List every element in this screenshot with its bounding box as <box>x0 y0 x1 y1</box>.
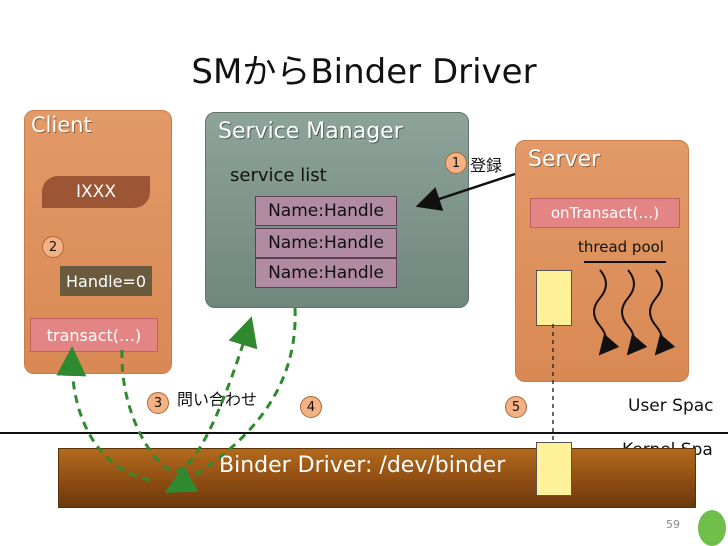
step-2-badge: 2 <box>42 236 64 258</box>
service-list-label: service list <box>230 165 327 186</box>
mascot-icon <box>698 510 726 546</box>
page-number: 59 <box>666 518 680 531</box>
binder-driver-label: Binder Driver: /dev/binder <box>219 453 506 478</box>
register-arrow <box>415 172 516 211</box>
return-arrow <box>56 346 151 482</box>
step-5-badge: 5 <box>505 396 527 418</box>
client-label: Client <box>31 113 92 137</box>
response-arrow <box>164 307 297 493</box>
user-space-label: User Spac <box>628 396 714 416</box>
handle-box: Handle=0 <box>60 266 152 296</box>
step-1-badge: 1 <box>445 152 467 174</box>
step-3-badge: 3 <box>147 392 169 414</box>
binder-driver-bar: Binder Driver: /dev/binder <box>58 448 696 508</box>
thread-arrow <box>621 269 648 356</box>
thread-pool-label: thread pool <box>578 238 664 256</box>
on-transact-box: onTransact(…) <box>530 198 680 228</box>
slide-title: SMからBinder Driver <box>191 52 537 92</box>
user-buffer <box>536 270 572 326</box>
kernel-buffer <box>536 442 572 496</box>
server-label: Server <box>528 147 601 172</box>
query-label: 問い合わせ <box>177 390 258 409</box>
service-entry: Name:Handle <box>255 196 397 226</box>
thread-arrow <box>649 269 676 356</box>
service-manager-label: Service Manager <box>218 119 403 144</box>
thread-arrow <box>593 269 620 356</box>
transact-box: transact(…) <box>30 318 158 352</box>
step-4-badge: 4 <box>300 396 322 418</box>
user-kernel-divider <box>0 432 728 434</box>
query-arrow <box>120 316 258 473</box>
service-entry: Name:Handle <box>255 228 397 258</box>
service-entry: Name:Handle <box>255 258 397 288</box>
ixxx-interface: IXXX <box>42 176 150 208</box>
register-label: 登録 <box>470 156 503 175</box>
